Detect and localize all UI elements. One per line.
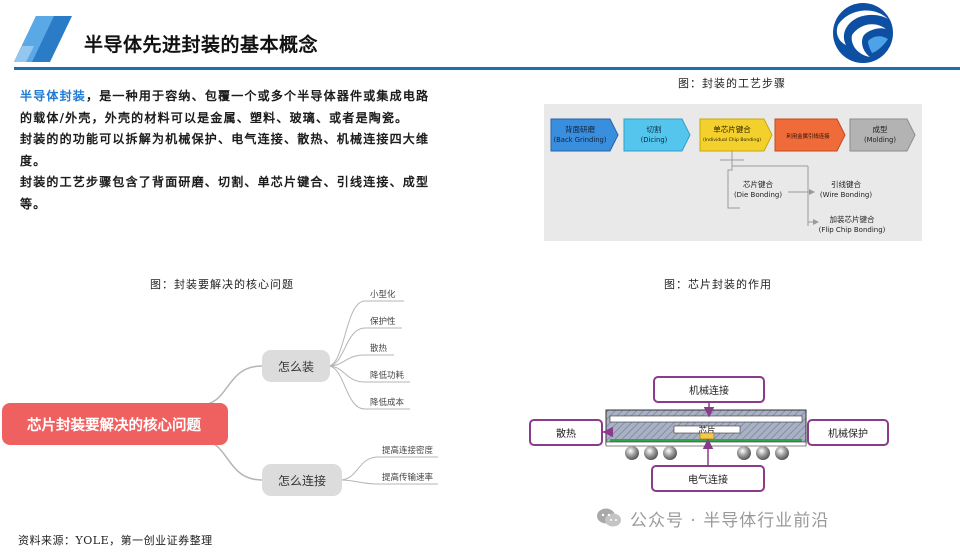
solder-balls <box>625 446 789 460</box>
mindmap-leaf-protection: 保护性 <box>370 316 396 327</box>
process-branch-flip-chip: 加装芯片键合 (Flip Chip Bonding) <box>819 214 886 234</box>
process-step-4: 利用金属引线连接 <box>774 118 846 152</box>
process-step-5: 成型 (Molding) <box>849 118 916 152</box>
branch-2-sub: (Wire Bonding) <box>820 191 872 199</box>
process-step-5-sub: (Molding) <box>864 136 896 144</box>
mindmap-branch-connect: 怎么连接 <box>262 464 342 496</box>
process-step-3-label: 单芯片键合 <box>713 124 751 134</box>
process-flow-diagram: 背面研磨 (Back Grinding) 切割 (Dicing) 单芯片键合 (… <box>550 118 916 234</box>
mindmap-root: 芯片封装要解决的核心问题 <box>2 403 228 445</box>
label-bottom-text: 电气连接 <box>688 473 728 486</box>
process-step-4-label: 利用金属引线连接 <box>786 132 830 140</box>
source-note: 资料来源：YOLE，第一创业证券整理 <box>18 534 213 547</box>
label-mechanical-connection: 机械连接 <box>653 376 765 403</box>
process-step-2: 切割 (Dicing) <box>623 118 691 152</box>
mindmap-leaf-miniaturization: 小型化 <box>370 289 396 300</box>
label-heat-dissipation: 散热 <box>529 419 603 446</box>
mindmap-diagram: 芯片封装要解决的核心问题 怎么装 怎么连接 小型化 保护性 散热 降低功耗 降低… <box>2 289 438 496</box>
intro-paragraph-definition: 半导体封装，是一种用于容纳、包覆一个或多个半导体器件或集成电路的载体/外壳，外壳… <box>20 86 440 129</box>
intro-paragraph-steps: 封装的工艺步骤包含了背面研磨、切割、单芯片键合、引线连接、成型等。 <box>20 175 430 211</box>
process-step-2-sub: (Dicing) <box>641 136 668 144</box>
intro-paragraph-functions: 封装的的功能可以拆解为机械保护、电气连接、散热、机械连接四大维度。 <box>20 132 430 168</box>
mindmap-leaf-speed: 提高传输速率 <box>382 472 434 483</box>
process-step-5-label: 成型 <box>873 124 888 134</box>
process-branch-wire-bonding: 引线键合 (Wire Bonding) <box>820 179 872 199</box>
mindmap-leaf-density: 提高连接密度 <box>382 445 434 456</box>
process-step-1: 背面研磨 (Back Grinding) <box>550 118 619 152</box>
mindmap-figure-caption: 图：封装要解决的核心问题 <box>150 278 294 291</box>
mindmap-branch-2-label: 怎么连接 <box>278 473 326 488</box>
globe-logo-icon <box>833 3 893 63</box>
mindmap-leaf-heat: 散热 <box>370 343 388 354</box>
header-rule <box>14 67 960 70</box>
chip-package-body: 芯片 <box>605 409 807 447</box>
process-step-1-label: 背面研磨 <box>565 124 595 134</box>
page-title: 半导体先进封装的基本概念 <box>84 34 319 56</box>
intro-definition-text: ，是一种用于容纳、包覆一个或多个半导体器件或集成电路的载体/外壳，外壳的材料可以… <box>20 89 430 125</box>
label-left-text: 散热 <box>556 427 576 440</box>
mindmap-leaf-power: 降低功耗 <box>370 370 405 381</box>
label-top-text: 机械连接 <box>689 384 729 397</box>
branch-3-label: 加装芯片键合 <box>830 214 875 224</box>
process-figure-caption: 图：封装的工艺步骤 <box>678 77 786 90</box>
branch-2-label: 引线键合 <box>831 179 861 189</box>
chip-package-diagram: 芯片 机械连接 散热 机械保护 电气连接 <box>529 376 889 492</box>
intro-text: 半导体封装，是一种用于容纳、包覆一个或多个半导体器件或集成电路的载体/外壳，外壳… <box>20 86 440 215</box>
label-right-text: 机械保护 <box>828 427 868 440</box>
process-branch-die-bonding: 芯片键合 (Die Bonding) <box>734 179 782 199</box>
chip-figure-caption: 图：芯片封装的作用 <box>664 278 772 291</box>
chip-die-label: 芯片 <box>698 425 715 436</box>
mindmap-branch-1-label: 怎么装 <box>278 359 314 374</box>
intro-highlight-term: 半导体封装 <box>20 89 87 103</box>
mindmap-leaf-cost: 降低成本 <box>370 397 405 408</box>
process-step-3-sub: (Individual Chip Bonding) <box>703 137 761 143</box>
mindmap-root-label: 芯片封装要解决的核心问题 <box>27 416 201 434</box>
mindmap-branch-install: 怎么装 <box>262 350 330 382</box>
process-step-3: 单芯片键合 (Individual Chip Bonding) <box>699 118 773 152</box>
header-accent-mark <box>14 16 72 62</box>
branch-1-sub: (Die Bonding) <box>734 191 782 199</box>
watermark: 公众号 · 半导体行业前沿 <box>596 505 829 531</box>
watermark-text: 公众号 · 半导体行业前沿 <box>630 510 830 531</box>
branch-3-sub: (Flip Chip Bonding) <box>819 226 886 234</box>
label-electrical-connection: 电气连接 <box>651 465 765 492</box>
process-step-2-label: 切割 <box>647 124 662 134</box>
process-step-1-sub: (Back Grinding) <box>553 136 606 144</box>
branch-1-label: 芯片键合 <box>743 179 773 189</box>
label-mechanical-protection: 机械保护 <box>807 419 889 446</box>
wechat-icon <box>597 508 621 527</box>
